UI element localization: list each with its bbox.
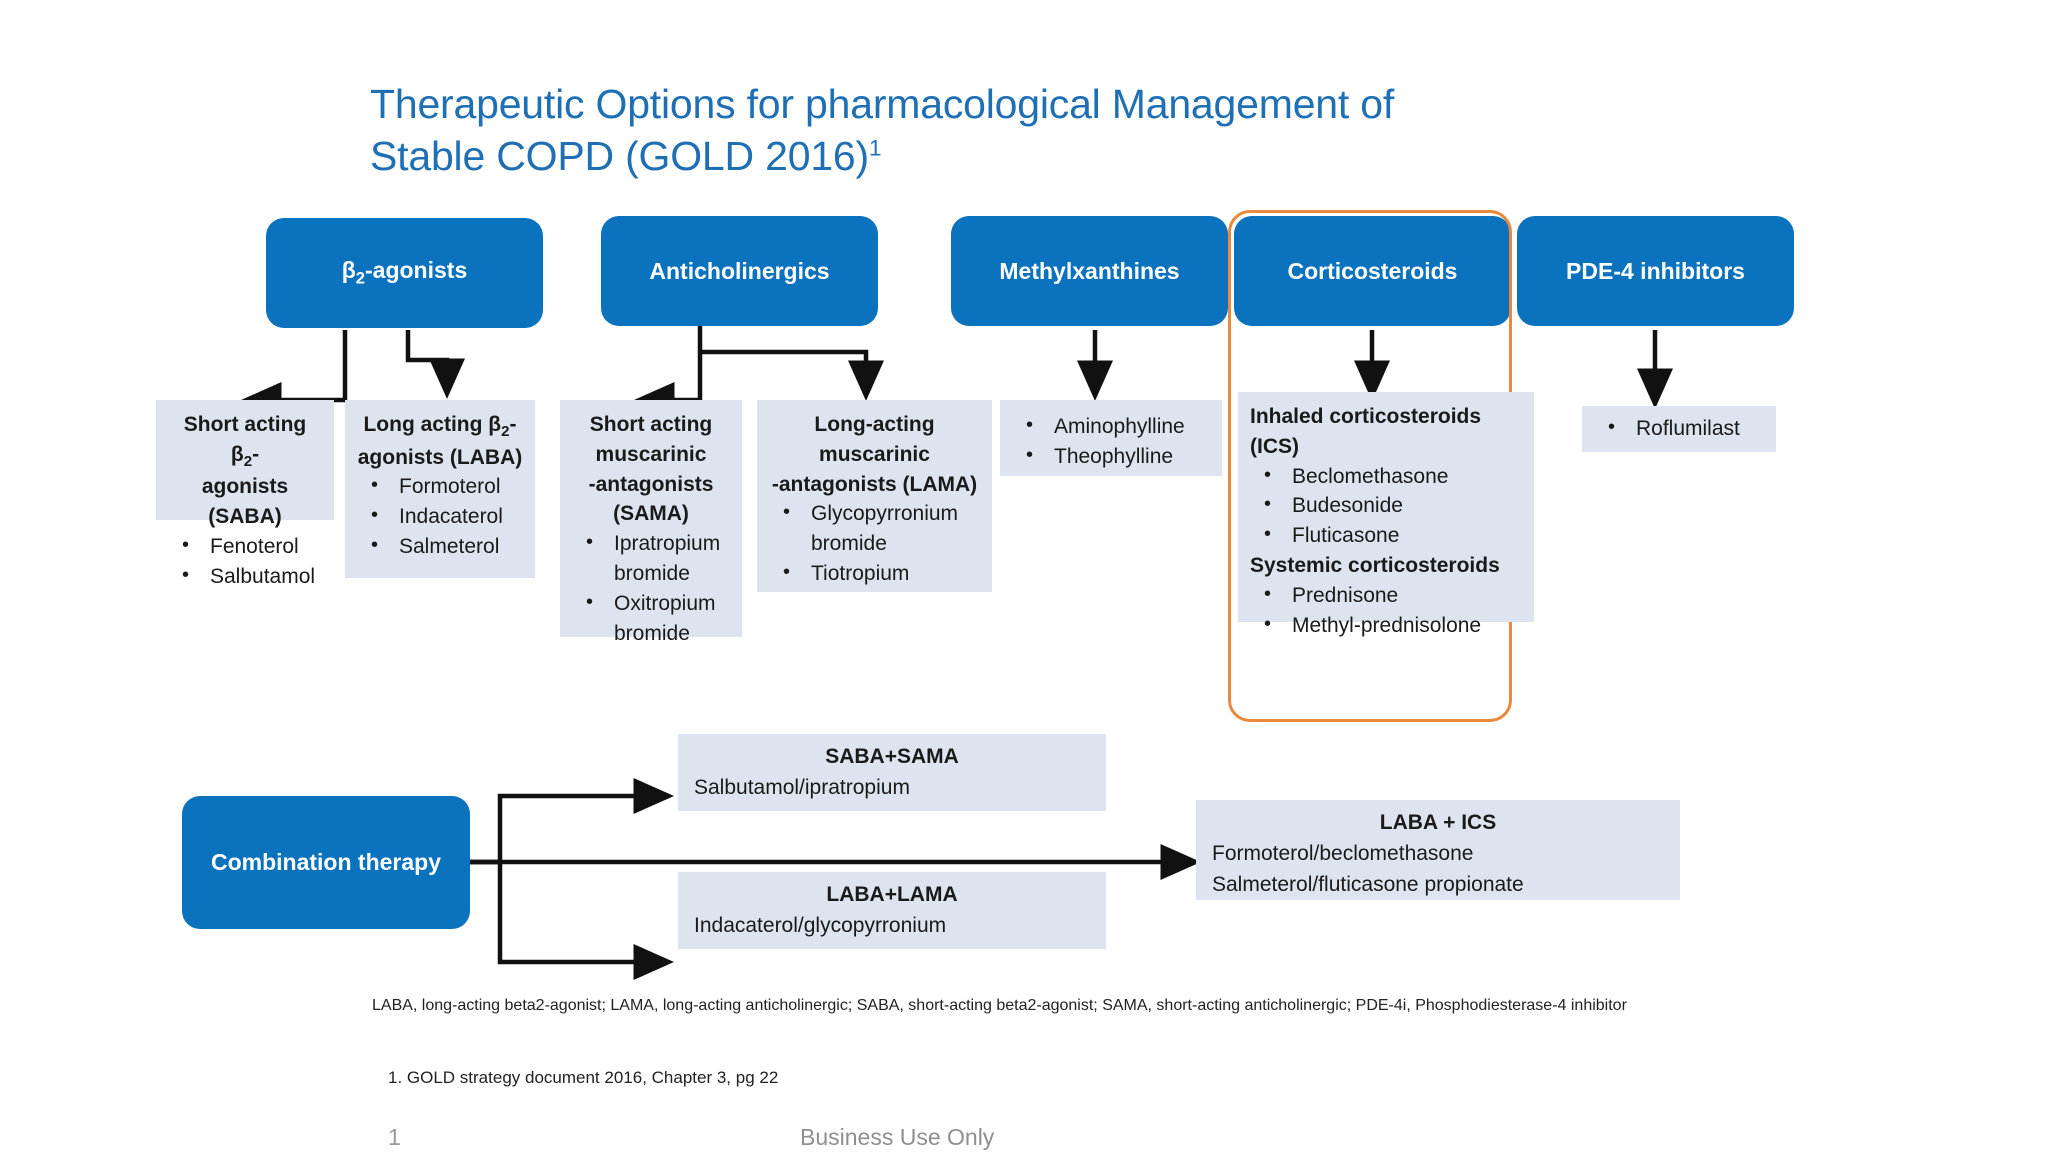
combo-saba-sama-detail: Salbutamol/ipratropium (694, 775, 910, 799)
list-item: Budesonide (1250, 490, 1522, 521)
list-item: Formoterol (357, 471, 523, 502)
list-item: Aminophylline (1012, 411, 1210, 442)
arrow-combo-to-saba-sama (470, 778, 674, 865)
list-item: Methyl-prednisolone (1250, 610, 1522, 641)
combo-laba-ics-detail2: Salmeterol/fluticasone propionate (1212, 873, 1524, 897)
arrow-beta2-to-saba (241, 330, 348, 418)
panel-laba-list: Formoterol Indacaterol Salmeterol (357, 471, 523, 562)
list-item: Glycopyrronium bromide (769, 498, 980, 559)
page-title-superscript: 1 (869, 135, 882, 161)
panel-sama: Short acting muscarinic -antagonists (SA… (560, 400, 742, 645)
combo-laba-ics-title: LABA + ICS (1379, 811, 1497, 834)
panel-lama: Long-acting muscarinic -antagonists (LAM… (757, 400, 992, 592)
category-header-methylxanthines[interactable]: Methylxanthines (951, 216, 1228, 326)
category-header-corticosteroids[interactable]: Corticosteroids (1234, 216, 1511, 326)
page-number: 1 (388, 1124, 401, 1150)
list-item: Beclomethasone (1250, 461, 1522, 492)
list-item: Salmeterol (357, 531, 523, 562)
list-item: Tiotropium (769, 558, 980, 589)
category-label-corticosteroids: Corticosteroids (1287, 257, 1458, 284)
panel-saba-heading: Short acting β2- agonists (SABA) (183, 413, 307, 529)
list-item: Fenoterol (168, 531, 322, 562)
panel-saba-list: Fenoterol Salbutamol (168, 531, 322, 592)
panel-corticosteroids-systemic-list: Prednisone Methyl-prednisolone (1250, 580, 1522, 641)
abbreviations-note: LABA, long-acting beta2-agonist; LAMA, l… (372, 997, 1627, 1014)
panel-corticosteroids-ics-list: Beclomethasone Budesonide Fluticasone (1250, 461, 1522, 551)
panel-methylxanthines-list: Aminophylline Theophylline (1012, 411, 1210, 472)
page-title-line1: Therapeutic Options for pharmacological … (370, 81, 1395, 127)
page-title-line2: Stable COPD (GOLD 2016) (370, 133, 869, 180)
combination-therapy-label: Combination therapy (210, 849, 441, 875)
panel-combo-saba-sama: SABA+SAMA Salbutamol/ipratropium (678, 734, 1106, 811)
arrow-combo-to-laba-lama (470, 859, 674, 980)
combo-laba-lama-detail: Indacaterol/glycopyrronium (694, 913, 947, 937)
arrow-anticholinergics-to-sama (634, 325, 703, 418)
category-label-methylxanthines: Methylxanthines (999, 257, 1180, 284)
panel-pde4-list: Roflumilast (1594, 413, 1764, 444)
category-label-pde4-inhibitors: PDE-4 inhibitors (1566, 257, 1745, 284)
combination-therapy-box[interactable]: Combination therapy (182, 796, 470, 929)
panel-lama-list: Glycopyrronium bromide Tiotropium (769, 498, 980, 589)
combo-laba-lama-title: LABA+LAMA (826, 883, 958, 906)
arrow-anticholinergics-to-lama (700, 349, 884, 401)
panel-methylxanthines: Aminophylline Theophylline (1000, 400, 1222, 476)
combo-saba-sama-title: SABA+SAMA (825, 745, 959, 768)
panel-combo-laba-ics: LABA + ICS Formoterol/beclomethasone Sal… (1196, 800, 1680, 900)
list-item: Theophylline (1012, 441, 1210, 472)
arrow-beta2-to-laba (405, 330, 465, 399)
panel-laba-heading: Long acting β2- agonists (LABA) (357, 413, 523, 469)
list-item: Indacaterol (357, 501, 523, 532)
category-header-anticholinergics[interactable]: Anticholinergics (601, 216, 878, 326)
panel-laba: Long acting β2- agonists (LABA) Formoter… (345, 400, 535, 578)
list-item: Roflumilast (1594, 413, 1764, 444)
reference-note: 1. GOLD strategy document 2016, Chapter … (388, 1068, 779, 1087)
list-item: Ipratropium bromide (572, 528, 730, 589)
panel-corticosteroids-heading-ics: Inhaled corticosteroids (ICS) (1250, 405, 1482, 458)
panel-corticosteroids: Inhaled corticosteroids (ICS) Beclometha… (1238, 392, 1534, 638)
list-item: Salbutamol (168, 561, 322, 592)
category-label-beta2-agonists: β2-agonists (341, 257, 468, 288)
panel-pde4: Roflumilast (1582, 406, 1776, 452)
panel-sama-list: Ipratropium bromide Oxitropium bromide (572, 528, 730, 649)
category-header-pde4-inhibitors[interactable]: PDE-4 inhibitors (1517, 216, 1794, 326)
category-header-beta2-agonists[interactable]: β2-agonists (266, 218, 543, 328)
category-label-anticholinergics: Anticholinergics (649, 257, 830, 284)
page-title: Therapeutic Options for pharmacological … (370, 78, 1620, 183)
panel-lama-heading: Long-acting muscarinic -antagonists (LAM… (771, 413, 978, 496)
list-item: Fluticasone (1250, 520, 1522, 551)
panel-sama-heading: Short acting muscarinic -antagonists (SA… (588, 413, 714, 526)
list-item: Prednisone (1250, 580, 1522, 611)
combo-laba-ics-detail1: Formoterol/beclomethasone (1212, 841, 1474, 865)
list-item: Oxitropium bromide (572, 588, 730, 649)
confidentiality-footer: Business Use Only (800, 1124, 995, 1150)
panel-corticosteroids-heading-systemic: Systemic corticosteroids (1250, 554, 1500, 578)
panel-saba: Short acting β2- agonists (SABA) Fenoter… (156, 400, 334, 589)
panel-combo-laba-lama: LABA+LAMA Indacaterol/glycopyrronium (678, 872, 1106, 949)
